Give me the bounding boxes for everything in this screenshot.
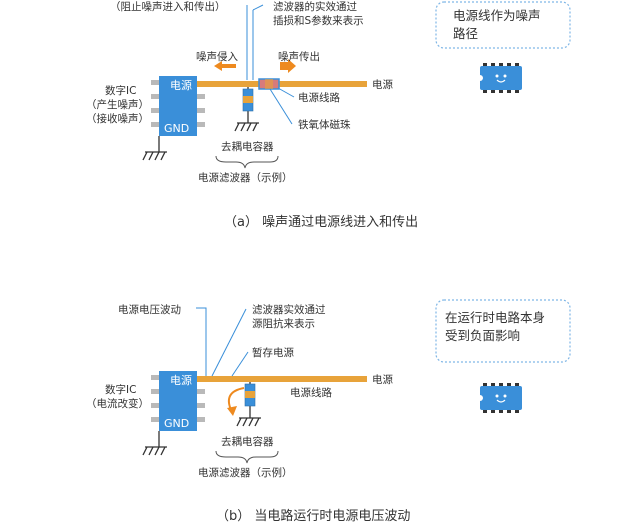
panel-a: 电源 GND 数字IC （产生噪声） （接收噪声） [86, 0, 571, 230]
caption-a: （a） 噪声通过电源线进入和传出 [224, 215, 418, 230]
decoupling-cap-label-b: 去耦电容器 [221, 435, 274, 448]
ic-gnd-b: GND [164, 417, 189, 430]
temp-power-label: 暂存电源 [252, 346, 294, 359]
leader-line-a5 [269, 88, 293, 125]
ic-chip-icon [151, 76, 205, 136]
ferrite-bead-icon [258, 78, 280, 90]
brace-a [215, 155, 279, 169]
power-label-b: 电源 [372, 373, 393, 386]
ground-icon [236, 417, 261, 427]
leader-line-a2 [252, 4, 264, 11]
ground-icon [142, 431, 167, 456]
filter-note-b-2: 源阻抗来表示 [252, 317, 315, 330]
ic-desc-b-1: 数字IC [105, 383, 136, 396]
brace-b [215, 450, 279, 464]
current-arrowhead-icon [227, 406, 237, 416]
voltage-fluct-label: 电源电压波动 [118, 303, 181, 316]
power-line-b [197, 376, 367, 382]
capacitor-icon [242, 87, 254, 123]
ic-gnd-a: GND [164, 122, 189, 135]
leader-line-a4 [277, 87, 295, 98]
smiling-chip-icon [477, 63, 522, 93]
ic-desc-a-3: （接收噪声） [86, 112, 149, 125]
filter-note-b-1: 滤波器实效通过 [252, 303, 326, 316]
leader-line-b1 [196, 307, 207, 376]
leader-line-b2 [211, 308, 247, 377]
bubble-b-line2: 受到负面影响 [445, 328, 520, 343]
caption-b: （b） 当电路运行时电源电压波动 [216, 508, 410, 523]
filter-example-label-a: 电源滤波器（示例） [198, 171, 293, 184]
capacitor-icon [244, 382, 256, 418]
power-line-a [197, 81, 367, 87]
bubble-b-line1: 在运行时电路本身 [445, 310, 545, 325]
decoupling-cap-label-a: 去耦电容器 [221, 140, 274, 153]
ground-icon [142, 136, 167, 161]
panel-b: 电源 GND 数字IC （电流改变） 电源电压波动 [86, 299, 571, 523]
noise-in-arrow-icon [214, 61, 236, 71]
ic-name-a: 电源 [170, 78, 192, 92]
power-line-label-b: 电源线路 [290, 386, 332, 399]
ic-desc-a-2: （产生噪声） [86, 98, 149, 111]
noise-out-arrow-icon [280, 59, 296, 73]
block-note-label: （阻止噪声进入和传出） [110, 0, 226, 13]
filter-example-label-b: 电源滤波器（示例） [198, 466, 293, 479]
leader-line-b3 [231, 351, 249, 377]
smiling-chip-icon [477, 383, 522, 413]
bubble-a-line2: 路径 [453, 26, 478, 41]
power-label-a: 电源 [372, 78, 393, 91]
speech-bubble-b [435, 299, 571, 363]
power-line-label-a: 电源线路 [298, 91, 340, 104]
ic-desc-a-1: 数字IC [105, 84, 136, 97]
ic-name-b: 电源 [170, 373, 192, 387]
ic-chip-icon [151, 371, 205, 431]
ferrite-label: 铁氧体磁珠 [298, 118, 351, 131]
speech-bubble-a [435, 1, 571, 49]
ic-desc-b-2: （电流改变） [86, 397, 149, 410]
ground-icon [234, 122, 259, 132]
filter-note-a-1: 滤波器的实效通过 [273, 0, 357, 13]
noise-in-label: 噪声侵入 [196, 50, 238, 63]
filter-note-a-2: 插损和S参数来表示 [273, 14, 364, 27]
noise-out-label: 噪声传出 [278, 50, 320, 63]
bubble-a-line1: 电源线作为噪声 [453, 8, 541, 23]
